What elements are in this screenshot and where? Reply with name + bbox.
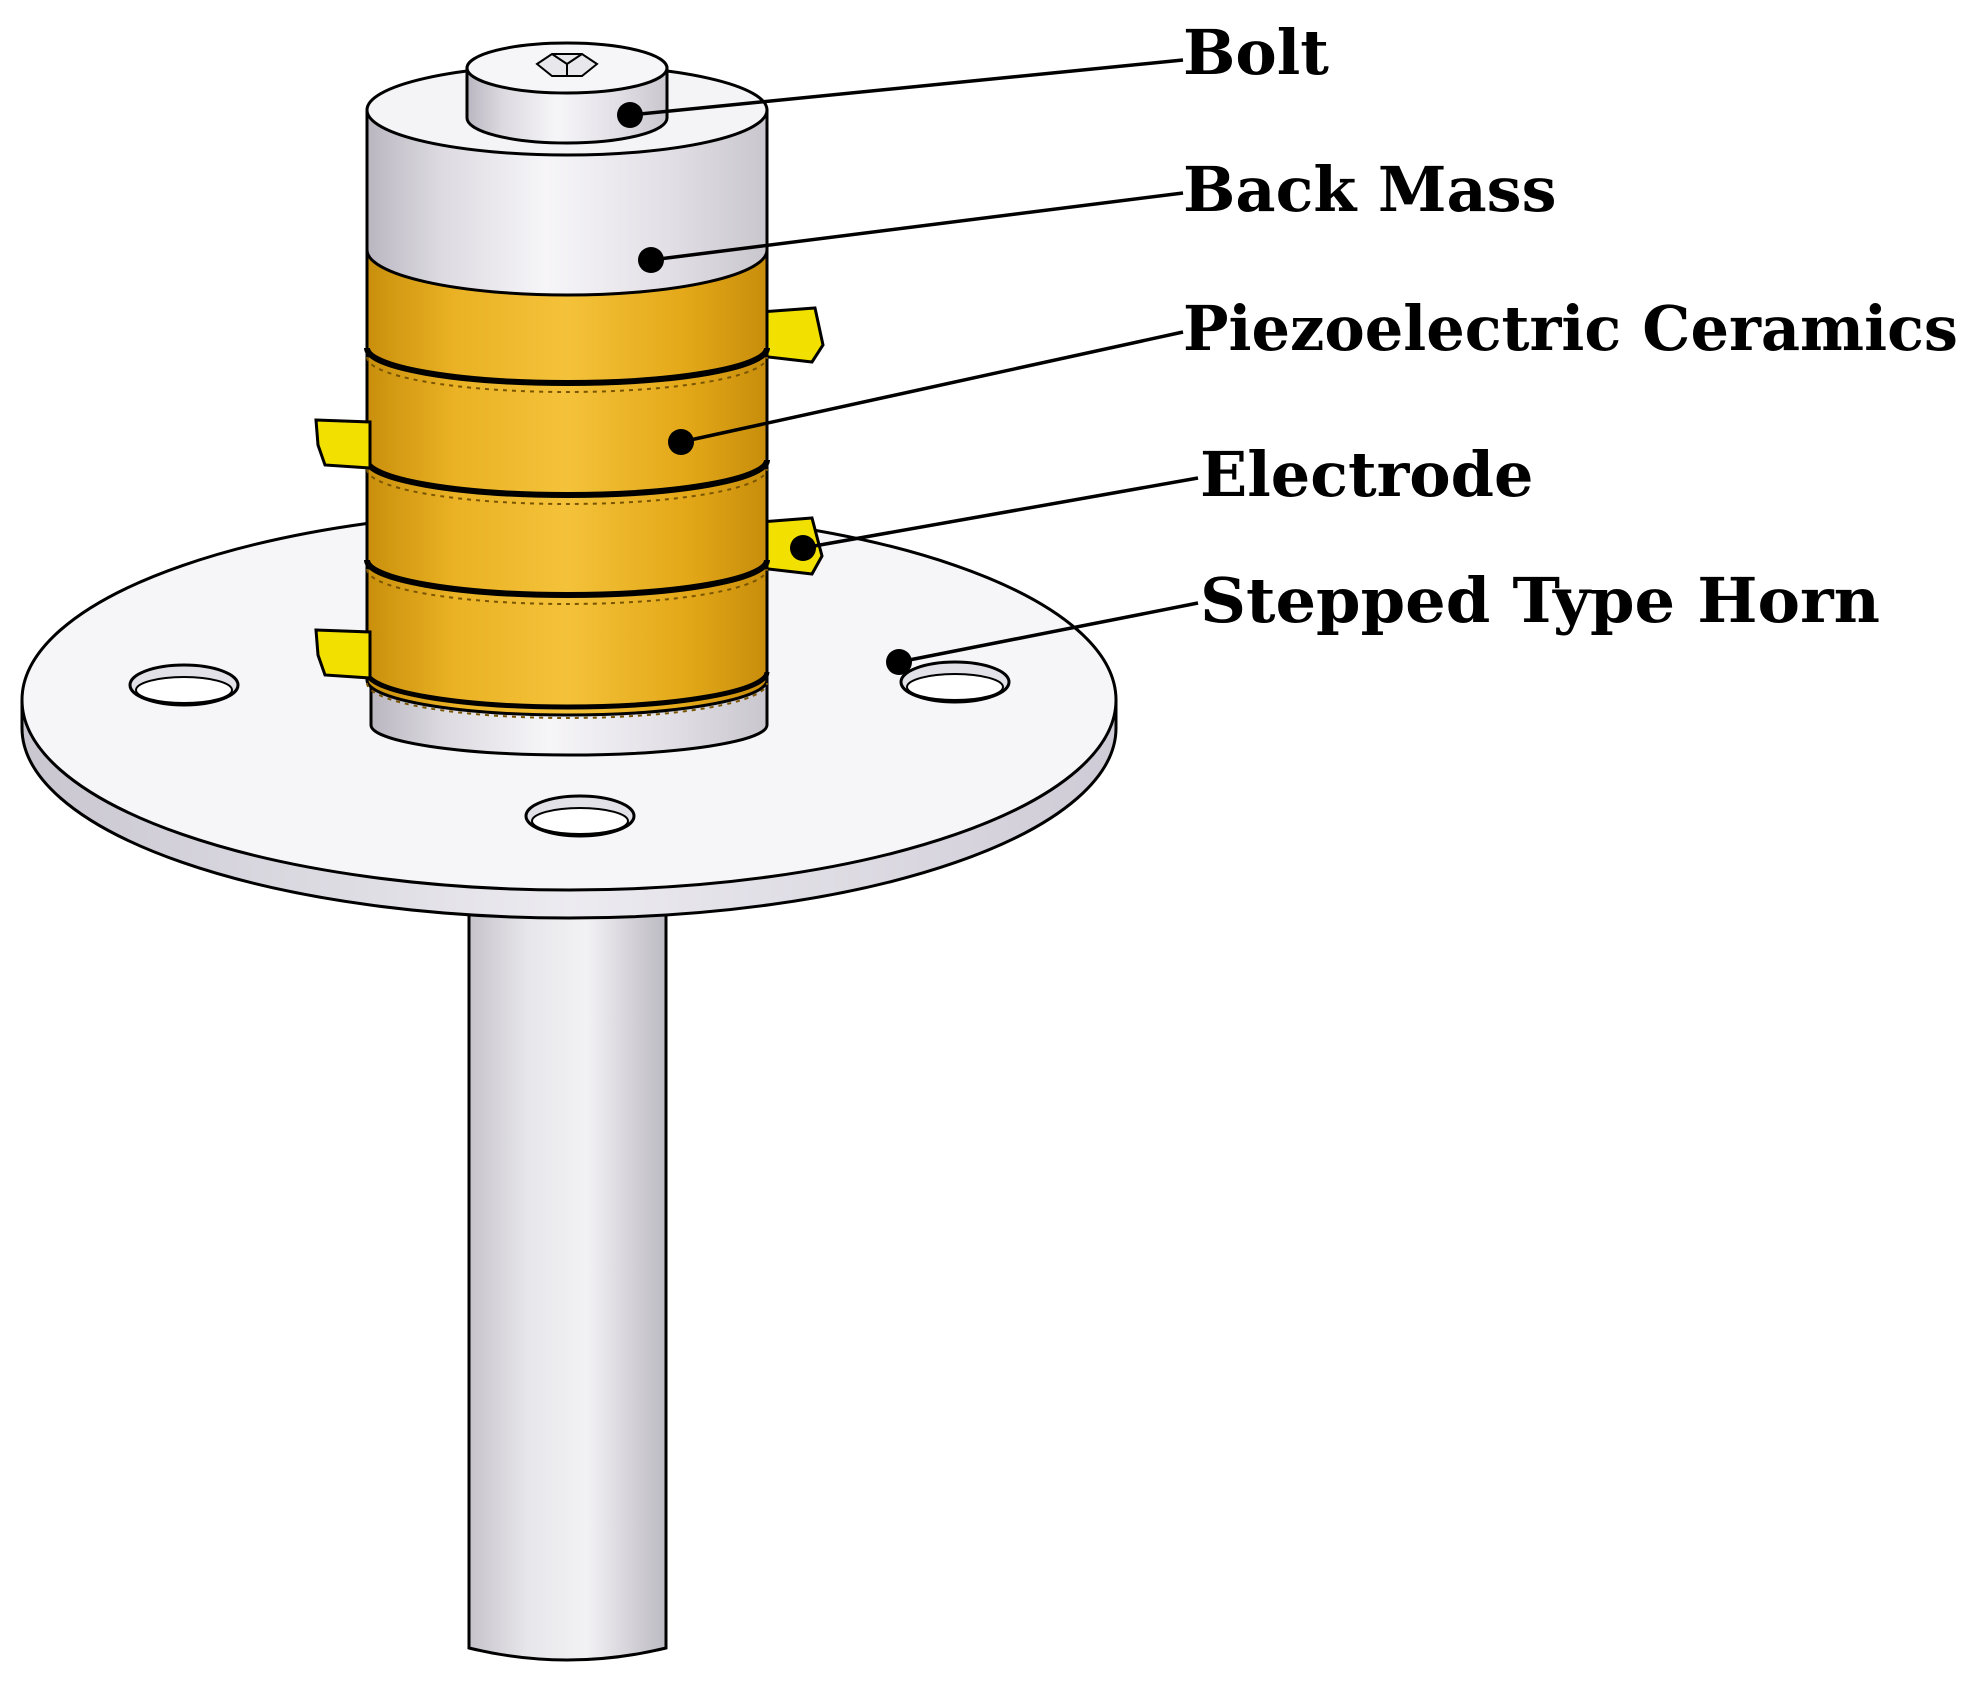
- label-back-mass: Back Mass: [1183, 153, 1556, 226]
- hex-socket-icon: [535, 53, 599, 77]
- piezo-stack: [364, 248, 770, 719]
- electrode-tabs-front: [314, 418, 372, 680]
- leader-horn: [886, 601, 1199, 675]
- horn-rod: [467, 898, 668, 1662]
- label-stepped-type-horn: Stepped Type Horn: [1200, 564, 1880, 637]
- leader-bolt: [617, 58, 1184, 128]
- electrode-tabs-back: [758, 306, 825, 576]
- leader-electrode: [790, 476, 1199, 561]
- leader-piezo: [668, 330, 1184, 455]
- leader-back-mass: [638, 191, 1184, 273]
- label-bolt: Bolt: [1183, 16, 1329, 89]
- label-piezoelectric-ceramics: Piezoelectric Ceramics: [1183, 292, 1958, 365]
- bolt-head: [465, 41, 669, 145]
- label-electrode: Electrode: [1200, 438, 1533, 511]
